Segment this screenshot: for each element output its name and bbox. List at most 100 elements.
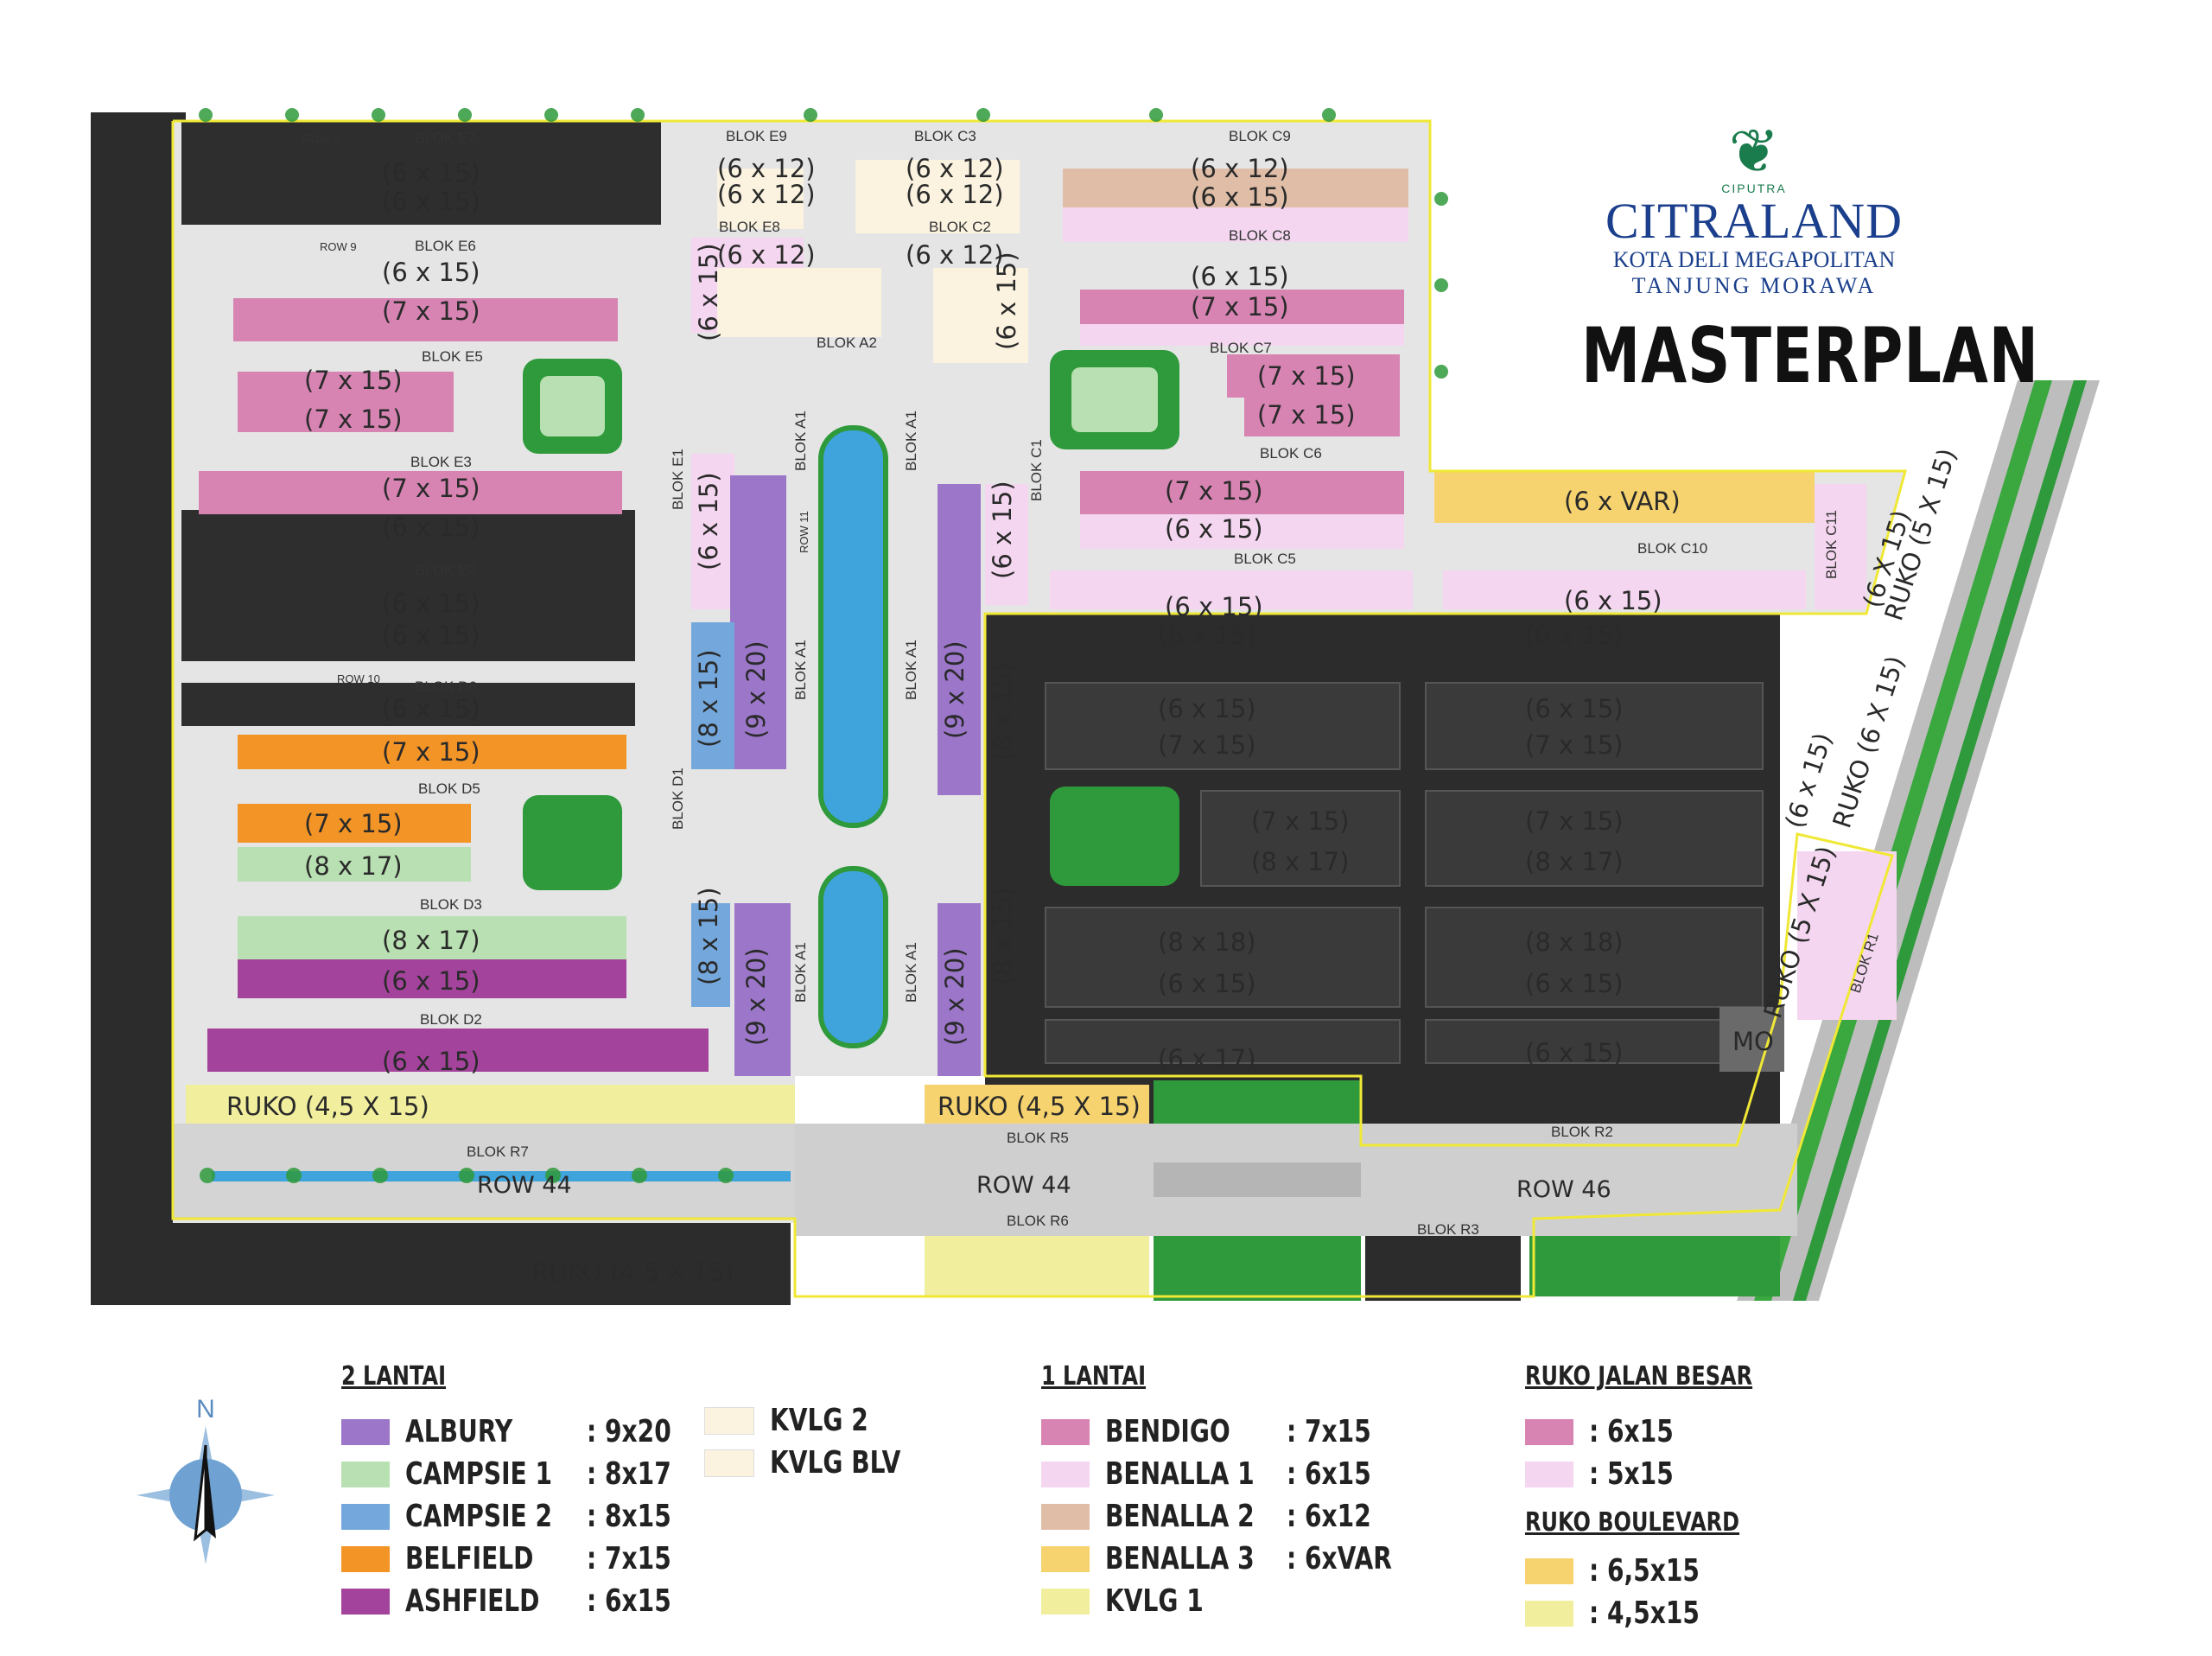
blok-a1-label-2: BLOK A1 (903, 411, 919, 471)
e2-size-2: (6 x 15) (382, 621, 480, 650)
grid-size-1: (6 x 15) (1158, 621, 1256, 650)
swatch-ruko-blv-65x15 (1525, 1557, 1573, 1584)
d6-size-2: (7 x 15) (382, 737, 480, 767)
legend-item-name: BENDIGO (1105, 1414, 1230, 1449)
legend-two-floor-heading: 2 LANTAI (341, 1361, 447, 1392)
legend-item-name: KVLG BLV (770, 1445, 901, 1481)
legend-benalla3: BENALLA 3 : 6xVAR (1041, 1538, 1421, 1580)
blok-d6-label: BLOK D6 (415, 678, 477, 695)
d5-size-2: (8 x 17) (304, 851, 403, 881)
blok-d5-label: BLOK D5 (418, 780, 480, 797)
swatch-albury (341, 1418, 390, 1445)
d3-size-1: (8 x 17) (382, 926, 480, 955)
swatch-belfield (341, 1545, 390, 1572)
blok-d2-label: BLOK D2 (420, 1011, 482, 1028)
swatch-kvlgblv (704, 1449, 754, 1477)
legend-campsie1: CAMPSIE 1 : 8x17 (341, 1453, 695, 1495)
row-44-label-right: ROW 44 (976, 1172, 1071, 1199)
blok-r7-label: BLOK R7 (467, 1143, 529, 1160)
legend-item-size: : 5x15 (1589, 1456, 1674, 1492)
legend-ruko-jb-5x15: : 5x15 (1525, 1453, 1809, 1495)
c10-size: (6 x VAR) (1564, 487, 1681, 516)
blok-a1-label-1: BLOK A1 (792, 411, 809, 471)
swatch-benalla3 (1041, 1545, 1090, 1572)
e5-size-2: (7 x 15) (304, 404, 403, 434)
blok-a1-label-5: BLOK A1 (792, 942, 809, 1003)
blok-c8-label: BLOK C8 (1229, 227, 1291, 244)
legend-campsie2: CAMPSIE 2 : 8x15 (341, 1495, 695, 1538)
blok-a1-label-3: BLOK A1 (792, 640, 809, 700)
swatch-campsie2 (341, 1503, 390, 1530)
blok-e2-label: BLOK E2 (415, 562, 476, 578)
legend-item-size: : 6x15 (587, 1583, 671, 1619)
mo-label: MO (1732, 1027, 1774, 1056)
swatch-ashfield (341, 1588, 390, 1615)
legend-kvlg1: KVLG 1 (1041, 1580, 1421, 1622)
blok-c2-label: BLOK C2 (929, 219, 991, 235)
swatch-kvlg2 (704, 1406, 754, 1435)
row-8-label: ROW 8 (302, 132, 340, 145)
a1-vert-size-2: (9 x 20) (940, 640, 969, 739)
legend-item-size: : 8x17 (587, 1456, 671, 1492)
legend-albury: ALBURY : 9x20 (341, 1411, 695, 1453)
legend-ruko-blv-heading: RUKO BOULEVARD (1525, 1507, 1740, 1538)
e2-size-1: (6 x 15) (382, 589, 480, 618)
legend-benalla1: BENALLA 1 : 6x15 (1041, 1453, 1421, 1495)
grid-size-14: (6 x 15) (1525, 969, 1624, 998)
e7-size-1: (6 x 15) (382, 158, 480, 188)
blok-d1-label: BLOK D1 (670, 767, 686, 830)
legend-ruko-blv-45x15: : 4,5x15 (1525, 1592, 1809, 1634)
grid-size-3: (6 x 15) (1158, 694, 1256, 723)
grid-size-15: (6 x 17) (1158, 1044, 1256, 1073)
brand-line-2: TANJUNG MORAWA (1631, 273, 1877, 298)
c7-size-2: (7 x 15) (1257, 400, 1356, 430)
row-10-label: ROW 10 (337, 672, 380, 685)
legend-item-name: KVLG 2 (770, 1403, 868, 1438)
ruko-r5-label: RUKO (4,5 X 15) (938, 1092, 1141, 1121)
blok-a2-label: BLOK A2 (817, 334, 877, 351)
grid-size-9: (7 x 15) (1525, 806, 1624, 836)
legend-item-size: : 6xVAR (1287, 1541, 1392, 1576)
blok-e6-label: BLOK E6 (415, 238, 476, 254)
legend-ashfield: ASHFIELD : 6x15 (341, 1580, 695, 1622)
c6-size-1: (7 x 15) (1165, 476, 1263, 506)
blok-d3-label: BLOK D3 (420, 896, 482, 913)
blok-c3-label: BLOK C3 (914, 128, 976, 144)
blok-r3-label: BLOK R3 (1417, 1221, 1479, 1238)
e8-vert-size: (6 x 15) (694, 243, 723, 341)
legend-item-name: BENALLA 2 (1105, 1499, 1255, 1534)
swatch-campsie1 (341, 1461, 390, 1487)
legend-ruko: RUKO JALAN BESAR : 6x15 : 5x15 RUKO BOUL… (1525, 1361, 1809, 1634)
grid-size-12: (6 x 15) (1158, 969, 1256, 998)
c7-size-1: (7 x 15) (1257, 361, 1356, 391)
c9-size-1: (6 x 12) (1191, 154, 1289, 183)
legend-kvlg: KVLG 2 KVLG BLV (704, 1399, 951, 1484)
ruko-south-label: RUKO (4,5 X 15) (531, 1258, 734, 1287)
swatch-benalla2 (1041, 1503, 1090, 1530)
c8-size-2: (7 x 15) (1191, 292, 1289, 322)
grid-size-5: (6 x 15) (1525, 694, 1624, 723)
legend-ruko-blv-65x15: : 6,5x15 (1525, 1550, 1809, 1592)
grid-size-13: (8 x 18) (1525, 927, 1624, 957)
legend-item-size: : 6x15 (1287, 1456, 1371, 1492)
grid-size-11: (8 x 18) (1158, 927, 1256, 957)
blok-c1-label: BLOK C1 (1028, 439, 1045, 501)
blok-e9-label: BLOK E9 (726, 128, 787, 144)
legend-kvlg2: KVLG 2 (704, 1399, 951, 1442)
e9-size-1: (6 x 12) (717, 154, 816, 183)
swatch-benalla1 (1041, 1461, 1090, 1487)
legend-belfield: BELFIELD : 7x15 (341, 1538, 695, 1580)
grid-size-16: (6 x 15) (1525, 1038, 1624, 1067)
page-title: MASTERPLAN (1581, 311, 2039, 400)
blok-c6-label: BLOK C6 (1260, 445, 1322, 462)
legend-benalla2: BENALLA 2 : 6x12 (1041, 1495, 1421, 1538)
e5-size-1: (7 x 15) (304, 366, 403, 395)
e6-size-1: (6 x 15) (382, 258, 480, 287)
blok-e5-label: BLOK E5 (422, 348, 483, 365)
c10b-size: (6 x 15) (1564, 586, 1662, 615)
legend-ruko-jb-6x15: : 6x15 (1525, 1411, 1809, 1453)
c1-vert-size: (6 x 15) (988, 481, 1017, 579)
row-11-label: ROW 11 (798, 511, 810, 553)
legend-item-name: ALBURY (405, 1414, 513, 1449)
